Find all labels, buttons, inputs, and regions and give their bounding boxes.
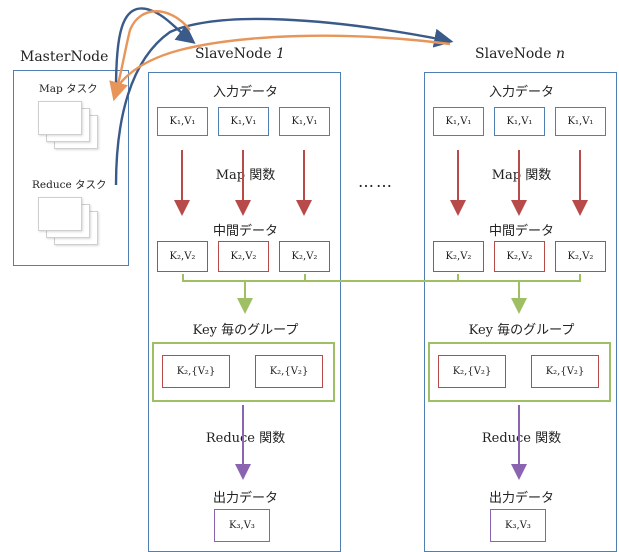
input-pair: K₁,V₁ <box>555 107 606 136</box>
intermediate-data-label: 中間データ <box>488 224 554 239</box>
master-node: Map タスク Reduce タスク <box>13 70 129 266</box>
input-data-label: 入力データ <box>212 85 278 100</box>
key-group-box: K₂,{V₂} K₂,{V₂} <box>428 342 611 402</box>
report-arrow-orange-from-slave-n <box>117 34 451 87</box>
output-data-label: 出力データ <box>212 491 278 506</box>
input-data-label: 入力データ <box>488 85 554 100</box>
report-arrow-orange-from-slave-1 <box>109 10 191 102</box>
intermediate-pair: K₂,V₂ <box>555 241 606 272</box>
reduce-task-label: Reduce タスク <box>32 179 107 191</box>
key-group-box: K₂,{V₂} K₂,{V₂} <box>152 342 335 402</box>
output-pair: K₃,V₃ <box>214 509 270 542</box>
intermediate-pair: K₂,V₂ <box>218 241 269 272</box>
group-pair: K₂,{V₂} <box>531 355 599 388</box>
slave-node-n-title: SlaveNode n <box>475 46 566 62</box>
map-task-label: Map タスク <box>39 83 98 95</box>
group-pair: K₂,{V₂} <box>255 355 323 388</box>
intermediate-pair: K₂,V₂ <box>494 241 545 272</box>
reduce-function-label: Reduce 関数 <box>205 431 286 446</box>
output-data-label: 出力データ <box>488 491 554 506</box>
map-function-label: Map 関数 <box>491 168 552 183</box>
group-pair: K₂,{V₂} <box>438 355 506 388</box>
input-pair: K₁,V₁ <box>494 107 545 136</box>
intermediate-pair: K₂,V₂ <box>157 241 208 272</box>
shuffle-arrow <box>237 274 581 314</box>
intermediate-pair: K₂,V₂ <box>433 241 484 272</box>
input-pair: K₁,V₁ <box>218 107 269 136</box>
intermediate-data-label: 中間データ <box>212 224 278 239</box>
assign-arrow-navy-to-slave-n <box>114 17 454 186</box>
shuffle-arrow <box>182 274 527 314</box>
ellipsis: …… <box>358 172 394 191</box>
assign-arrow-navy-to-slave-1 <box>114 7 196 91</box>
key-group-label: Key 毎のグループ <box>468 323 575 338</box>
reduce-function-label: Reduce 関数 <box>481 431 562 446</box>
map-function-label: Map 関数 <box>215 168 276 183</box>
key-group-label: Key 毎のグループ <box>192 323 299 338</box>
intermediate-pair: K₂,V₂ <box>279 241 330 272</box>
output-pair: K₃,V₃ <box>490 509 546 542</box>
input-pair: K₁,V₁ <box>279 107 330 136</box>
master-node-title: MasterNode <box>20 49 109 65</box>
group-pair: K₂,{V₂} <box>162 355 230 388</box>
input-pair: K₁,V₁ <box>157 107 208 136</box>
input-pair: K₁,V₁ <box>433 107 484 136</box>
slave-node-1-title: SlaveNode 1 <box>195 46 285 62</box>
